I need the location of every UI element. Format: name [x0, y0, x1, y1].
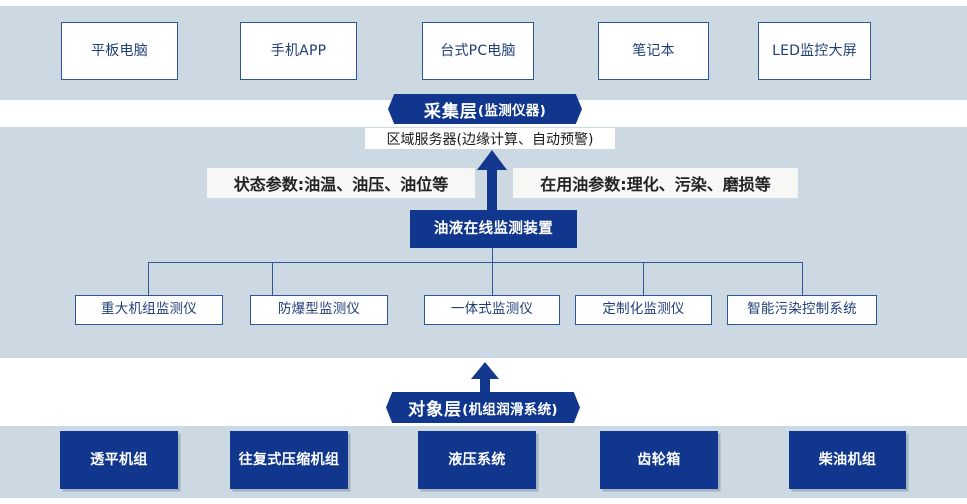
monitor-node-label: 定制化监测仪	[602, 301, 685, 318]
connector-drop-5	[802, 262, 804, 295]
monitor-node-smart-contamination-control[interactable]: 智能污染控制系统	[727, 295, 877, 325]
object-layer-banner: 对象层 (机组润滑系统)	[386, 392, 580, 423]
monitor-node-label: 重大机组监测仪	[101, 301, 197, 318]
oil-parameters-label: 在用油参数:理化、污染、磨损等	[513, 168, 798, 198]
bottom-node-diesel-unit[interactable]: 柴油机组	[789, 431, 906, 489]
top-node-laptop[interactable]: 笔记本	[598, 22, 709, 80]
monitor-node-explosion-proof[interactable]: 防爆型监测仪	[250, 295, 388, 325]
top-node-label: LED监控大屏	[772, 42, 857, 59]
monitor-node-label: 一体式监测仪	[450, 301, 534, 318]
monitor-node-major-unit[interactable]: 重大机组监测仪	[75, 295, 223, 325]
bottom-node-turbine-unit[interactable]: 透平机组	[60, 431, 178, 489]
connector-horizontal-bus	[148, 261, 803, 263]
top-node-led-screen[interactable]: LED监控大屏	[758, 22, 871, 80]
connector-drop-3	[491, 262, 493, 295]
oil-parameters-text: 在用油参数:理化、污染、磨损等	[540, 175, 771, 194]
connector-drop-2	[272, 262, 274, 295]
oil-monitoring-device-box[interactable]: 油液在线监测装置	[410, 210, 577, 248]
top-node-label: 手机APP	[270, 42, 327, 59]
bottom-node-label: 透平机组	[90, 451, 148, 468]
collection-layer-subtitle: (监测仪器)	[477, 103, 547, 119]
top-node-label: 台式PC电脑	[440, 42, 516, 59]
connector-device-stem	[491, 248, 493, 262]
top-node-mobile-app[interactable]: 手机APP	[240, 22, 357, 80]
bottom-node-label: 液压系统	[448, 451, 506, 468]
object-layer-title: 对象层	[408, 400, 463, 420]
top-node-label: 平板电脑	[91, 42, 148, 59]
monitor-node-label: 防爆型监测仪	[277, 301, 361, 318]
monitor-node-integrated[interactable]: 一体式监测仪	[424, 295, 560, 325]
top-node-label: 笔记本	[632, 42, 675, 59]
monitor-node-customized[interactable]: 定制化监测仪	[575, 295, 712, 325]
bottom-node-hydraulic-system[interactable]: 液压系统	[418, 431, 536, 489]
regional-server-text: 区域服务器(边缘计算、自动预警)	[386, 131, 594, 148]
bottom-node-gearbox[interactable]: 齿轮箱	[600, 431, 718, 489]
status-parameters-text: 状态参数:油温、油压、油位等	[233, 175, 449, 194]
arrow-device-to-server-icon	[477, 150, 507, 212]
monitor-node-label: 智能污染控制系统	[747, 301, 857, 318]
collection-layer-title: 采集层	[423, 101, 478, 122]
object-layer-subtitle: (机组润滑系统)	[462, 401, 558, 418]
bottom-node-reciprocating-compressor[interactable]: 往复式压缩机组	[230, 431, 348, 489]
bottom-node-label: 柴油机组	[818, 451, 877, 468]
connector-drop-1	[148, 262, 150, 295]
oil-monitoring-device-label: 油液在线监测装置	[433, 220, 554, 237]
arrow-object-to-monitors-icon	[471, 362, 499, 394]
regional-server-label: 区域服务器(边缘计算、自动预警)	[365, 128, 615, 149]
bottom-node-label: 齿轮箱	[637, 451, 681, 468]
status-parameters-label: 状态参数:油温、油压、油位等	[207, 168, 475, 198]
top-node-tablet[interactable]: 平板电脑	[61, 22, 178, 80]
collection-layer-banner: 采集层 (监测仪器)	[388, 94, 582, 124]
bottom-node-label: 往复式压缩机组	[238, 451, 340, 468]
top-node-desktop-pc[interactable]: 台式PC电脑	[422, 22, 534, 80]
connector-drop-4	[643, 262, 645, 295]
